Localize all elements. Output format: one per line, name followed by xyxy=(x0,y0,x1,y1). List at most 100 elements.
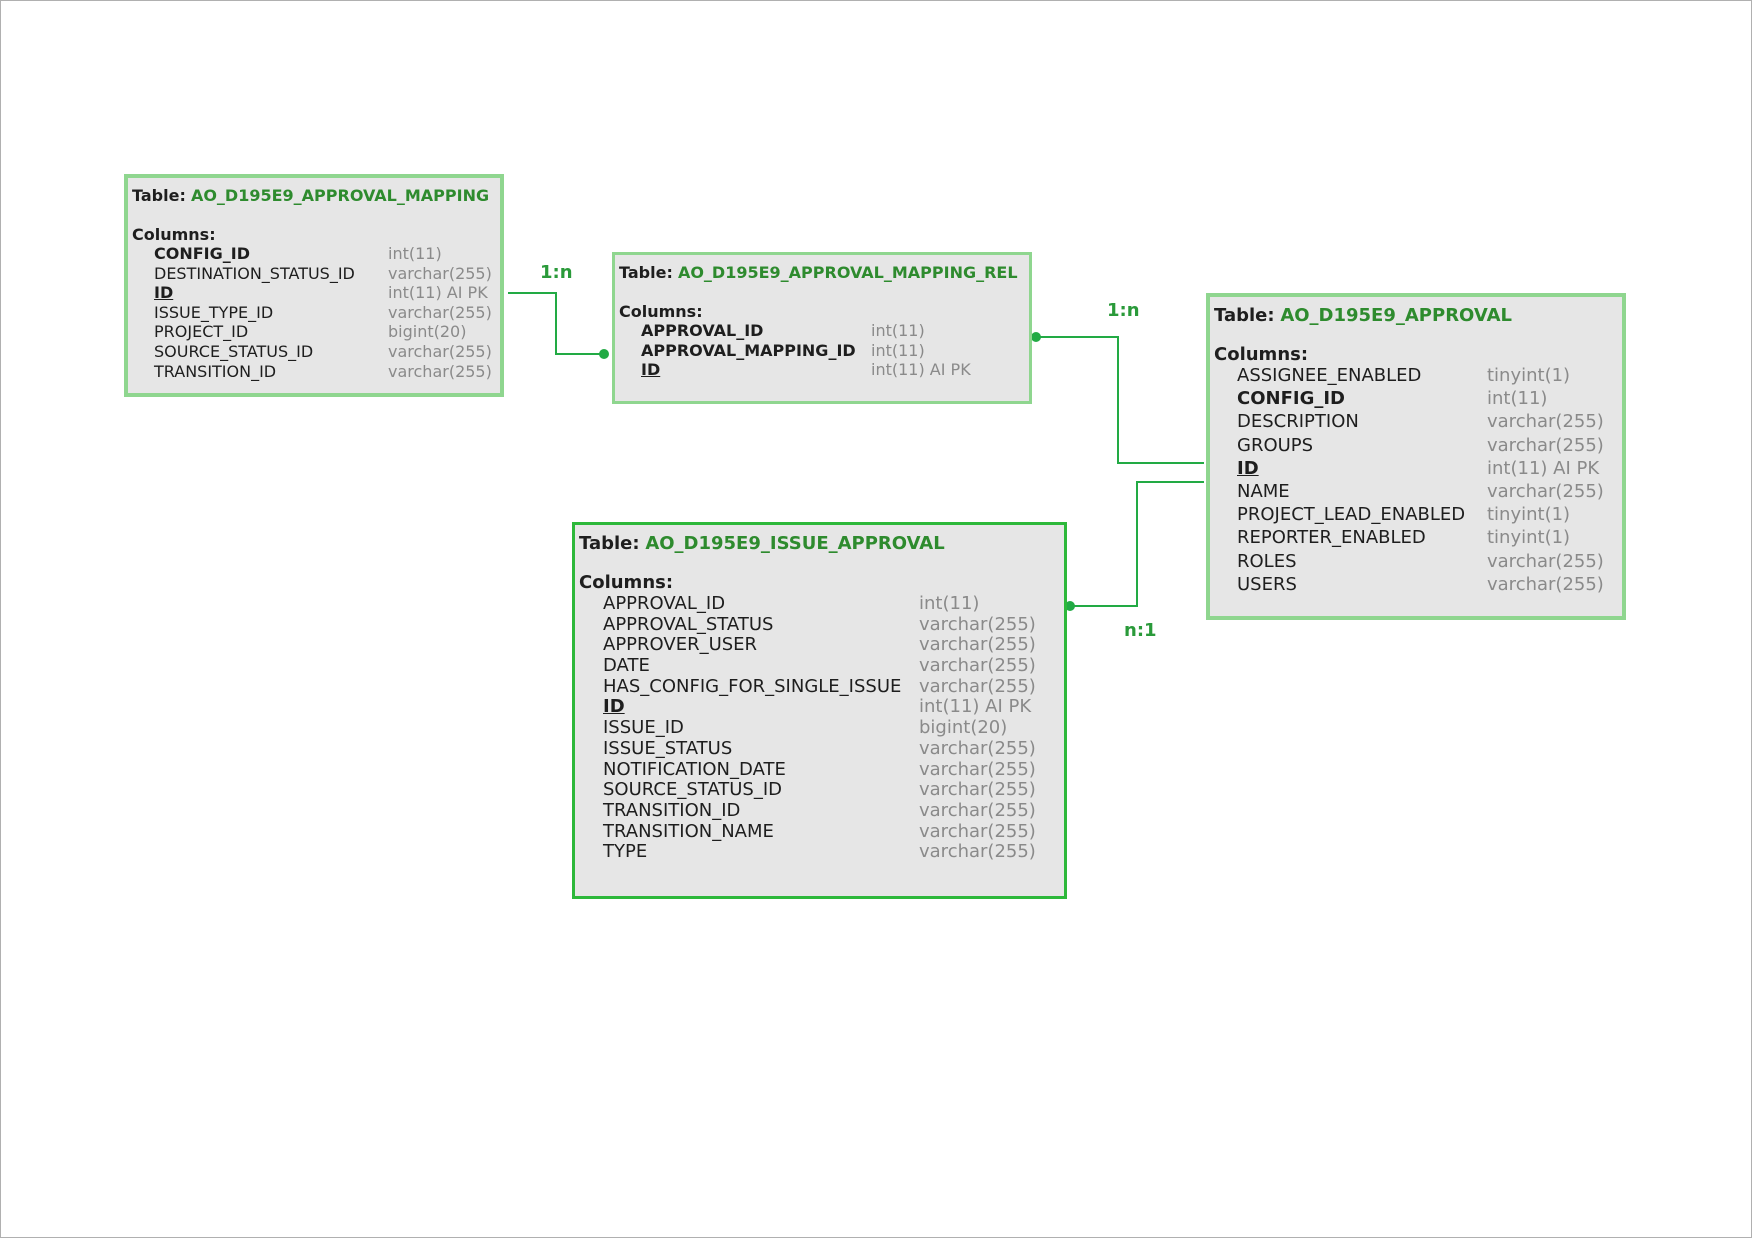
column-row[interactable]: ID int(11) AI PK xyxy=(603,696,1060,717)
table-name: AO_D195E9_APPROVAL_MAPPING_REL xyxy=(677,263,1018,282)
column-name: ID xyxy=(1237,457,1259,479)
table-header: Table: AO_D195E9_APPROVAL_MAPPING_REL xyxy=(619,263,1025,285)
column-name: APPROVAL_ID xyxy=(641,321,764,340)
column-row[interactable]: DESCRIPTION varchar(255) xyxy=(1237,411,1618,434)
column-name: TRANSITION_ID xyxy=(154,361,277,381)
column-name: APPROVER_USER xyxy=(603,634,758,656)
columns-label: Columns: xyxy=(579,572,674,593)
column-row[interactable]: ROLES varchar(255) xyxy=(1237,551,1618,574)
column-row[interactable]: APPROVAL_MAPPING_ID int(11) xyxy=(641,341,1025,361)
column-type: int(11) AI PK xyxy=(919,696,1032,718)
column-type: varchar(255) xyxy=(919,655,1036,677)
column-type: bigint(20) xyxy=(919,717,1008,739)
column-row[interactable]: TRANSITION_ID varchar(255) xyxy=(154,362,496,382)
column-type: varchar(255) xyxy=(1487,550,1604,572)
connector-issue-to-approval[interactable] xyxy=(1070,481,1204,607)
connector-end-mapping-rel xyxy=(599,349,609,359)
column-name: DESCRIPTION xyxy=(1237,411,1359,433)
table-header: Table: AO_D195E9_ISSUE_APPROVAL xyxy=(579,533,1060,555)
table-name: AO_D195E9_APPROVAL_MAPPING xyxy=(190,186,490,205)
column-row[interactable]: ISSUE_TYPE_ID varchar(255) xyxy=(154,303,496,323)
column-name: APPROVAL_ID xyxy=(603,593,726,614)
column-type: varchar(255) xyxy=(919,675,1036,697)
column-type: varchar(255) xyxy=(388,263,492,283)
column-name: PROJECT_ID xyxy=(154,322,249,342)
column-type: varchar(255) xyxy=(919,737,1036,759)
column-type: tinyint(1) xyxy=(1487,365,1571,386)
column-row[interactable]: APPROVER_USER varchar(255) xyxy=(603,634,1060,655)
column-row[interactable]: TRANSITION_NAME varchar(255) xyxy=(603,821,1060,842)
column-type: int(11) xyxy=(871,340,925,360)
column-type: int(11) AI PK xyxy=(871,360,971,380)
column-type: varchar(255) xyxy=(919,634,1036,656)
relationship-label-issue-approval: n:1 xyxy=(1124,620,1157,641)
column-type: tinyint(1) xyxy=(1487,504,1571,526)
column-name: APPROVAL_MAPPING_ID xyxy=(641,340,856,360)
table-header-prefix: Table: xyxy=(132,186,186,205)
column-row[interactable]: ID int(11) AI PK xyxy=(1237,458,1618,481)
column-name: ISSUE_STATUS xyxy=(603,737,733,759)
column-type: int(11) xyxy=(871,321,925,340)
column-type: varchar(255) xyxy=(919,820,1036,842)
column-name: HAS_CONFIG_FOR_SINGLE_ISSUE xyxy=(603,675,902,697)
column-type: varchar(255) xyxy=(919,841,1036,863)
table-header: Table: AO_D195E9_APPROVAL xyxy=(1214,305,1618,327)
column-name: NOTIFICATION_DATE xyxy=(603,758,786,780)
table-header: Table: AO_D195E9_APPROVAL_MAPPING xyxy=(132,186,496,208)
column-row[interactable]: HAS_CONFIG_FOR_SINGLE_ISSUE varchar(255) xyxy=(603,676,1060,697)
column-type: varchar(255) xyxy=(388,341,492,361)
table-header-prefix: Table: xyxy=(579,533,640,554)
column-name: ROLES xyxy=(1237,550,1297,572)
connector-end-rel-approval xyxy=(1031,332,1041,342)
column-name: TRANSITION_NAME xyxy=(603,820,774,842)
column-name: DESTINATION_STATUS_ID xyxy=(154,263,355,283)
relationship-label-approval-rel: 1:n xyxy=(1107,300,1140,321)
column-type: int(11) xyxy=(919,593,980,614)
column-type: varchar(255) xyxy=(1487,411,1604,433)
column-name: NAME xyxy=(1237,480,1290,502)
column-type: int(11) xyxy=(1487,388,1548,410)
connector-approval-to-rel[interactable] xyxy=(1036,336,1204,464)
column-row[interactable]: APPROVAL_ID int(11) xyxy=(603,593,1060,614)
column-row[interactable]: APPROVAL_ID int(11) xyxy=(641,321,1025,341)
column-row[interactable]: DESTINATION_STATUS_ID varchar(255) xyxy=(154,264,496,284)
column-type: int(11) AI PK xyxy=(1487,457,1600,479)
column-type: tinyint(1) xyxy=(1487,527,1571,549)
connector-mapping-to-rel[interactable] xyxy=(508,292,604,355)
column-type: varchar(255) xyxy=(919,758,1036,780)
column-type: varchar(255) xyxy=(388,302,492,322)
column-name: ID xyxy=(603,696,625,718)
column-name: ID xyxy=(641,360,661,380)
column-row[interactable]: ID int(11) AI PK xyxy=(641,360,1025,380)
column-name: TRANSITION_ID xyxy=(603,799,741,821)
column-row[interactable]: ISSUE_STATUS varchar(255) xyxy=(603,738,1060,759)
column-row[interactable]: NOTIFICATION_DATE varchar(255) xyxy=(603,759,1060,780)
column-type: varchar(255) xyxy=(388,361,492,381)
column-name: ISSUE_TYPE_ID xyxy=(154,302,274,322)
